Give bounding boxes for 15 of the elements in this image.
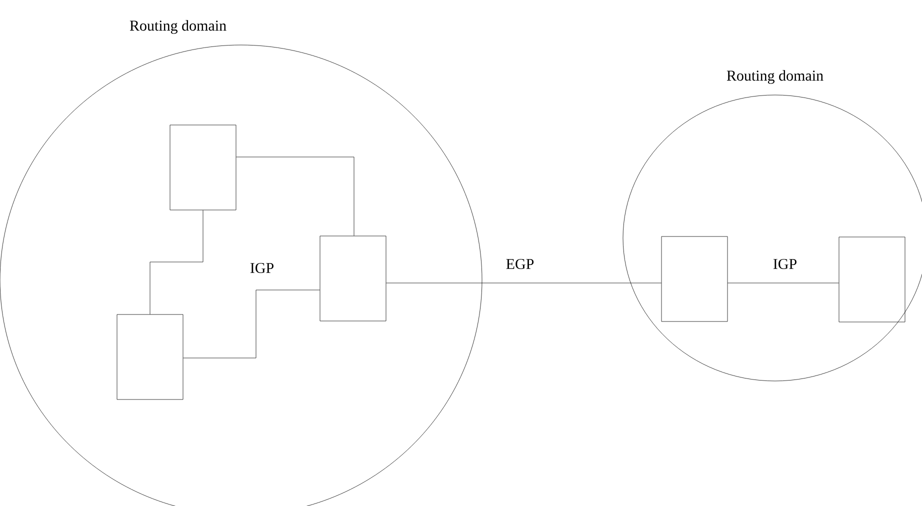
edge-label: EGP (504, 258, 536, 270)
edge-label: IGP (772, 258, 798, 270)
router-box (320, 236, 386, 322)
connector-line (386, 282, 662, 284)
protocol-label: IGP (250, 262, 274, 274)
node-label: Routing domain (726, 70, 824, 84)
connector-line (183, 290, 320, 358)
connector-line (236, 156, 354, 236)
router-box (116, 314, 184, 400)
node-label: Routing domain (130, 20, 226, 34)
router-box (838, 236, 906, 322)
connector-line (150, 210, 204, 314)
router-box (170, 124, 236, 210)
router-box (661, 236, 728, 322)
connector-line (728, 282, 839, 284)
